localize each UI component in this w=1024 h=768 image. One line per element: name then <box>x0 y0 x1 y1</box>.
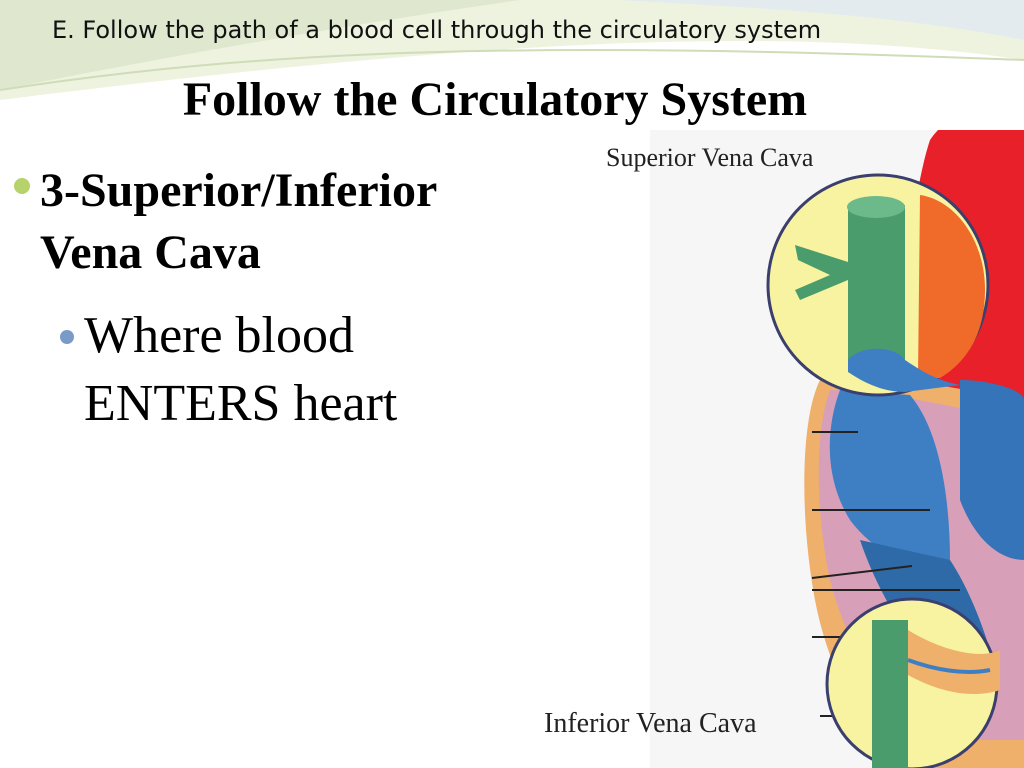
pointer-line-3 <box>811 565 913 579</box>
svc-branch-shape <box>795 245 848 300</box>
label-inferior-vena-cava: Inferior Vena Cava <box>544 708 757 739</box>
svc-highlight-circle <box>766 173 990 397</box>
right-atrium-shape <box>829 390 950 564</box>
bullet-sub-line2: ENTERS heart <box>84 375 398 432</box>
aorta-segment-shape <box>918 195 985 378</box>
superior-vena-cava-shape <box>848 205 905 360</box>
bullet-main-line2: Vena Cava <box>40 226 261 279</box>
background-swoosh <box>0 0 1024 100</box>
ivc-highlight-circle <box>825 597 1000 768</box>
atrium-top-shape <box>848 348 960 392</box>
inferior-vena-cava-shape <box>872 620 908 768</box>
bullet-dot-icon <box>14 178 30 194</box>
bullet-sub: Where blood ENTERS heart <box>60 302 500 438</box>
ivc-wall-shape <box>908 630 1000 695</box>
svc-opening-shape <box>847 196 905 218</box>
heart-diagram <box>650 130 1024 768</box>
ivc-vessel-line <box>907 658 991 674</box>
bullet-main: 3-Superior/Inferior Vena Cava <box>14 160 574 284</box>
bullet-main-line1: 3-Superior/Inferior <box>40 164 438 217</box>
sub-bullet-dot-icon <box>60 330 74 344</box>
pulmonary-shape <box>960 380 1024 560</box>
aortic-branch-shape <box>939 130 974 150</box>
slide-title: Follow the Circulatory System <box>182 73 808 126</box>
bullet-sub-line1: Where blood <box>84 307 355 364</box>
slide-header: E. Follow the path of a blood cell throu… <box>52 16 822 44</box>
label-superior-vena-cava: Superior Vena Cava <box>606 143 814 172</box>
